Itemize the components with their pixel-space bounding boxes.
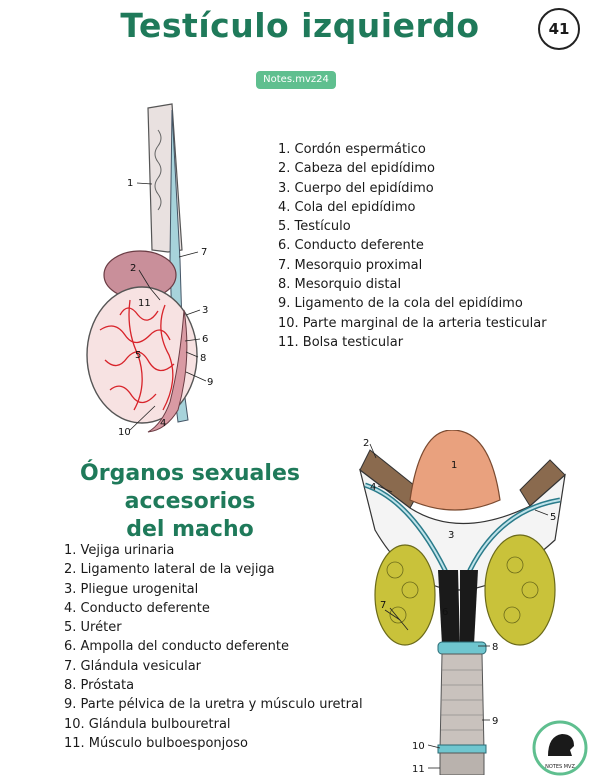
fig2-label-9: 9 <box>492 716 498 727</box>
list-item: 6. Conducto deferente <box>278 238 424 254</box>
fig2-label-1: 1 <box>451 460 457 471</box>
list-item: 3. Cuerpo del epidídimo <box>278 180 434 196</box>
list-item: 1. Vejiga urinaria <box>64 543 175 558</box>
list-item: 7. Mesorquio proximal <box>278 257 423 273</box>
list-item: 11. Músculo bulboesponjoso <box>64 735 248 751</box>
fig1-label-2: 2 <box>130 263 136 274</box>
fig2-label-6: 6 <box>442 607 448 618</box>
fig2-label-8: 8 <box>492 642 498 653</box>
logo-text: NOTES MVZ <box>545 764 575 770</box>
fig1-label-4: 4 <box>160 418 166 429</box>
list-item: 1. Cordón espermático <box>278 142 426 157</box>
section-title-line2: del macho <box>126 517 254 542</box>
fig1-label-8: 8 <box>200 353 206 364</box>
fig2-label-10: 10 <box>412 741 425 752</box>
fig2-label-3: 3 <box>448 530 454 541</box>
fig2-label-11: 11 <box>412 764 425 775</box>
fig1-label-1: 1 <box>127 178 133 189</box>
fig1-label-10: 10 <box>118 427 131 438</box>
list-item: 6. Ampolla del conducto deferente <box>64 639 289 655</box>
list-item: 2. Cabeza del epidídimo <box>278 161 435 177</box>
accessory-legend: 1. Vejiga urinaria 2. Ligamento lateral … <box>64 541 363 753</box>
author-badge: Notes.mvz24 <box>256 71 336 89</box>
fig2-label-4: 4 <box>370 482 376 493</box>
accessory-organs-illustration: 1 2 3 4 5 6 7 8 9 10 11 <box>359 430 566 775</box>
fig1-label-6: 6 <box>202 334 208 345</box>
section-title: Órganos sexuales accesorios del macho <box>40 460 340 544</box>
list-item: 8. Próstata <box>64 678 135 694</box>
list-item: 9. Ligamento de la cola del epidídimo <box>278 296 523 312</box>
fig1-label-11: 11 <box>138 298 151 309</box>
list-item: 4. Conducto deferente <box>64 600 210 616</box>
list-item: 9. Parte pélvica de la uretra y músculo … <box>64 697 363 713</box>
list-item: 2. Ligamento lateral de la vejiga <box>64 562 275 578</box>
testis-legend: 1. Cordón espermático 2. Cabeza del epid… <box>278 140 547 352</box>
list-item: 10. Parte marginal de la arteria testicu… <box>278 315 547 331</box>
list-item: 3. Pliegue urogenital <box>64 581 199 597</box>
fig2-label-7: 7 <box>380 600 386 611</box>
page-title: Testículo izquierdo <box>120 6 480 45</box>
list-item: 4. Cola del epidídimo <box>278 199 416 215</box>
fig2-label-2: 2 <box>363 438 369 449</box>
page-number: 41 <box>538 8 580 50</box>
testis-illustration: 1 2 3 4 5 6 7 8 9 10 11 <box>86 103 213 438</box>
list-item: 8. Mesorquio distal <box>278 277 402 293</box>
fig1-label-3: 3 <box>202 305 208 316</box>
notes-mvz-logo: NOTES MVZ <box>532 720 588 776</box>
list-item: 10. Glándula bulbouretral <box>64 716 231 732</box>
fig1-label-9: 9 <box>207 377 213 388</box>
list-item: 11. Bolsa testicular <box>278 334 404 350</box>
fig1-label-5: 5 <box>135 350 141 361</box>
list-item: 7. Glándula vesicular <box>64 658 202 674</box>
list-item: 5. Testículo <box>278 219 351 235</box>
fig2-label-5: 5 <box>550 512 556 523</box>
section-title-line1: Órganos sexuales accesorios <box>80 461 300 514</box>
fig1-label-7: 7 <box>201 247 207 258</box>
list-item: 5. Uréter <box>64 620 122 636</box>
